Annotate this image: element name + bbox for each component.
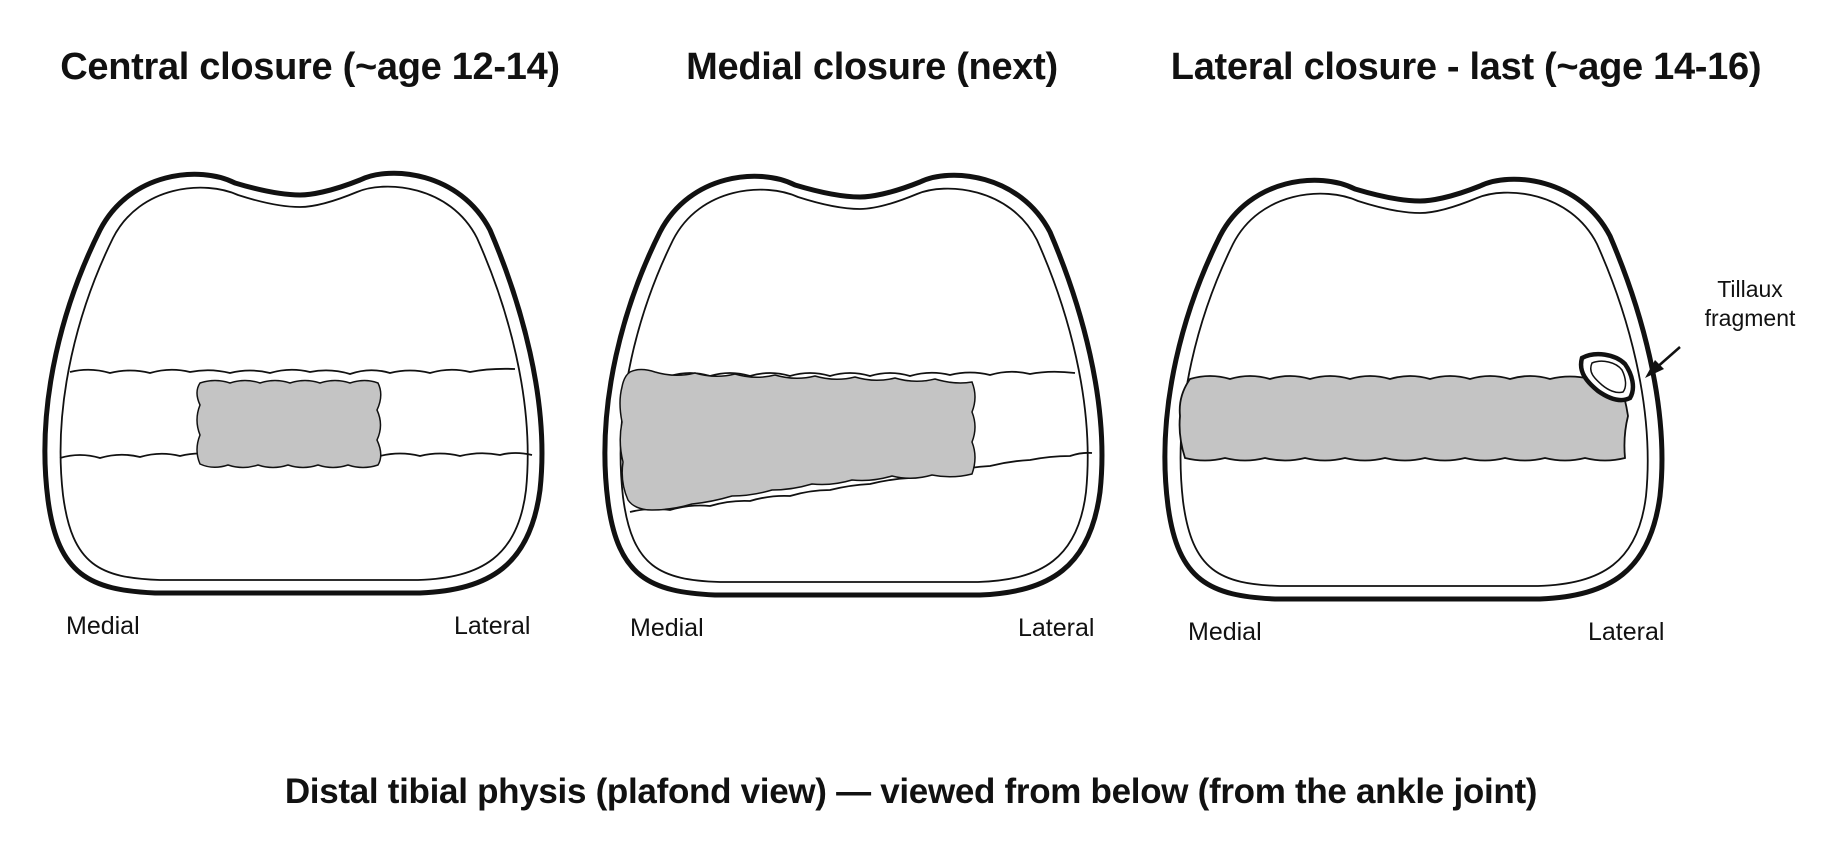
label-lateral-1: Lateral bbox=[454, 612, 531, 640]
label-medial-3: Medial bbox=[1188, 618, 1262, 646]
label-medial-1: Medial bbox=[66, 612, 140, 640]
label-lateral-2: Lateral bbox=[1018, 614, 1095, 642]
figure-caption: Distal tibial physis (plafond view) — vi… bbox=[284, 772, 1538, 811]
closed-physis-medial bbox=[619, 368, 976, 511]
tillaux-callout: Tillaux fragment bbox=[1690, 275, 1810, 333]
panel-title-lateral: Lateral closure - last (~age 14-16) bbox=[1170, 46, 1762, 88]
bone-panel-lateral bbox=[1165, 179, 1662, 599]
panel-title-medial: Medial closure (next) bbox=[686, 46, 1058, 88]
bone-panel-central bbox=[45, 173, 542, 593]
tillaux-fragment-shape bbox=[1578, 351, 1636, 403]
physis-lower-edge bbox=[629, 451, 1093, 513]
tillaux-callout-line2: fragment bbox=[1704, 305, 1796, 331]
closed-physis-full bbox=[1178, 375, 1629, 462]
tillaux-arrow bbox=[1645, 346, 1681, 378]
label-medial-2: Medial bbox=[630, 614, 704, 642]
physis-upper-edge bbox=[69, 367, 516, 375]
tillaux-callout-line1: Tillaux bbox=[1717, 276, 1783, 302]
label-lateral-3: Lateral bbox=[1588, 618, 1665, 646]
closed-physis-central bbox=[196, 379, 382, 469]
tillaux-fragment-inner bbox=[1590, 360, 1627, 394]
panel-title-central: Central closure (~age 12-14) bbox=[60, 46, 560, 88]
bone-panel-medial bbox=[605, 175, 1102, 595]
